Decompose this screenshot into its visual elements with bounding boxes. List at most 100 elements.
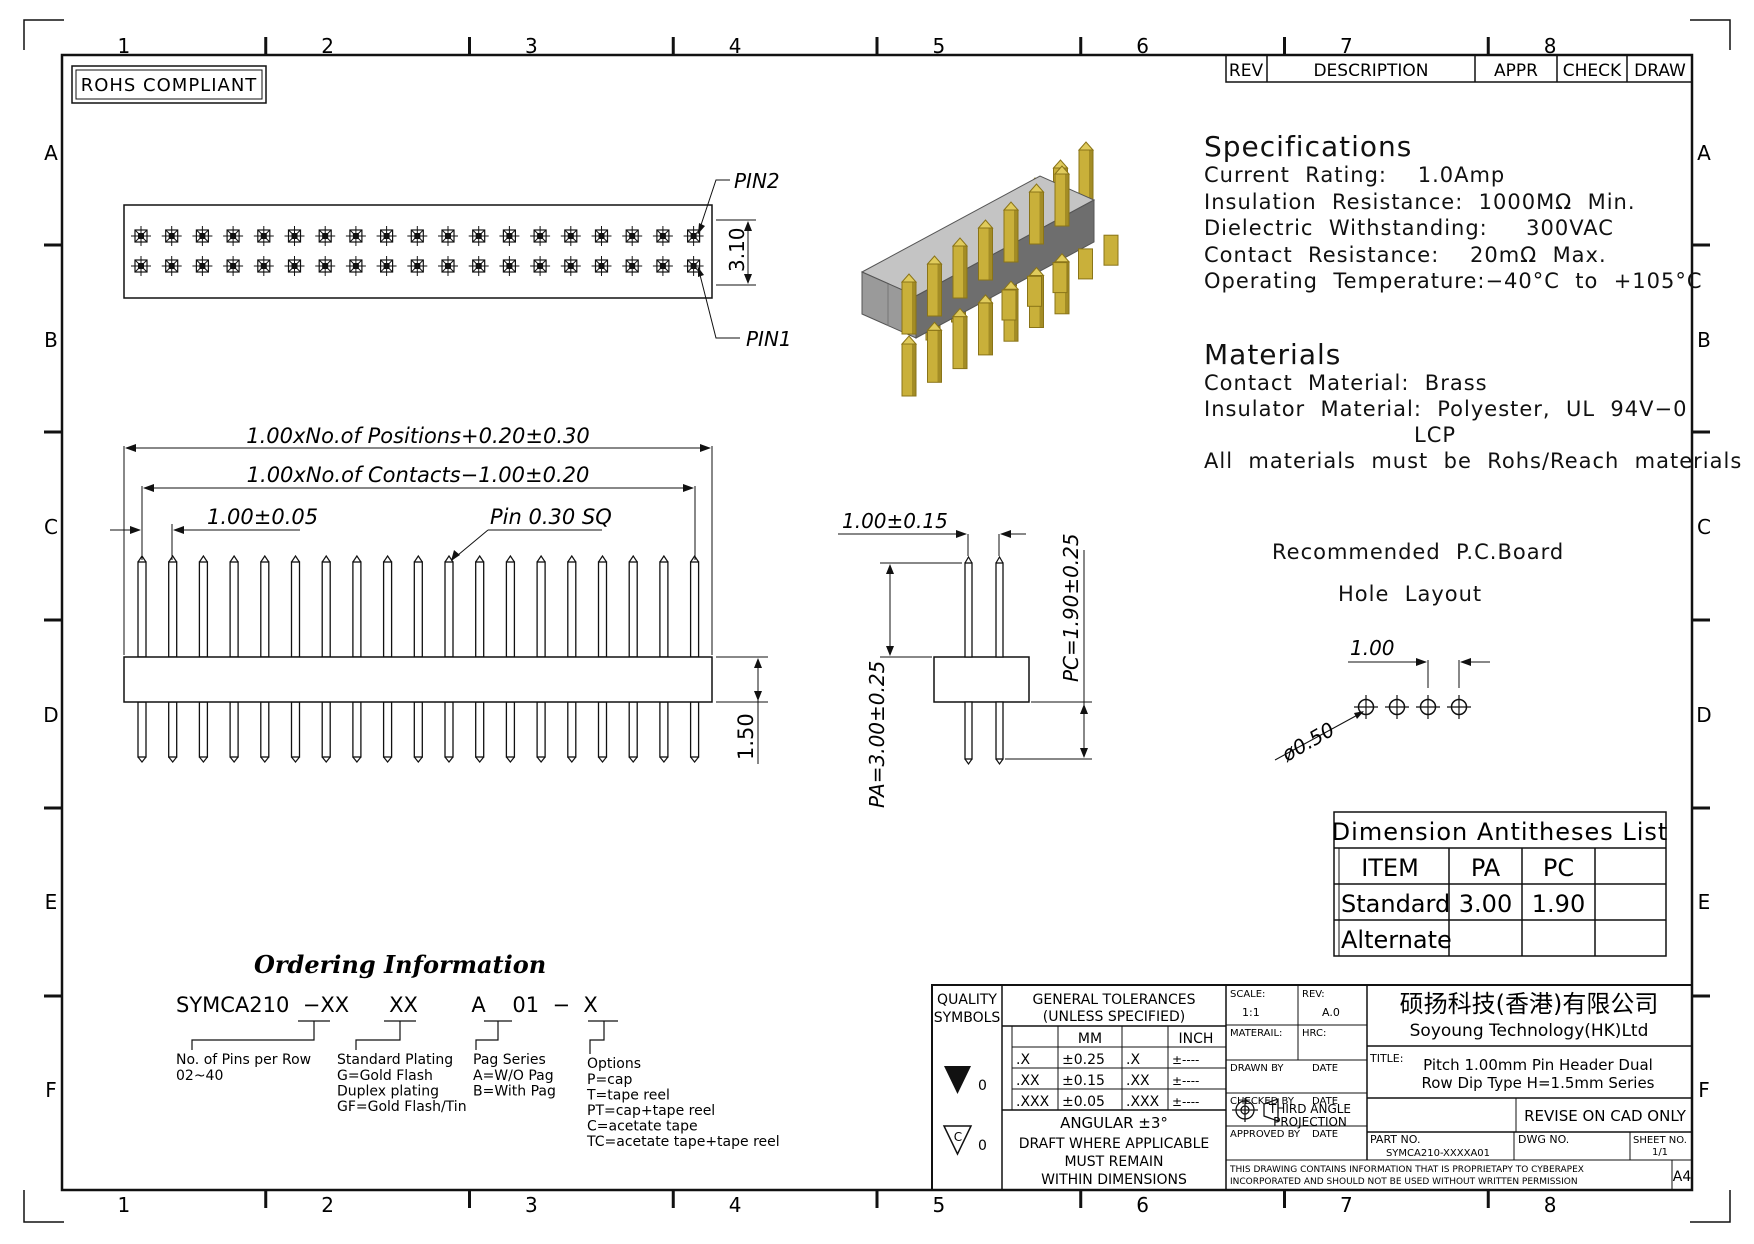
pcb-hole-dia: ø0.50 [1277, 717, 1339, 767]
top-view: 3.10 PIN2 PIN1 [123, 169, 792, 351]
pin2-label: PIN2 [734, 169, 780, 193]
pin-note: Pin 0.30 SQ [490, 505, 612, 529]
pcb-hole [1416, 695, 1440, 719]
iso-pin-front [926, 255, 943, 317]
top-pin [499, 256, 520, 276]
revise-note: REVISE ON CAD ONLY [1524, 1107, 1687, 1125]
third-angle-projection-icon [1232, 1098, 1279, 1122]
side-dim-pa: PA=3.00±0.25 [865, 661, 889, 808]
iso-pin-front [1028, 183, 1045, 245]
tolerance-cell: .XX [1016, 1073, 1040, 1089]
frame-row-label-left: F [45, 1078, 57, 1102]
materials-title: Materials [1204, 338, 1342, 371]
frame-col-label-bottom: 5 [933, 1193, 946, 1217]
angular-tolerance: ANGULAR ±3° [1060, 1114, 1168, 1132]
iso-pin-lower [926, 321, 943, 383]
frame-row-label-right: C [1697, 515, 1711, 539]
materials-line: Insulator Material: Polyester, UL 94V−0 [1204, 397, 1688, 421]
frame-col-label-top: 7 [1340, 34, 1353, 58]
part-no-label: PART NO. [1370, 1133, 1420, 1146]
frame-row-label-right: D [1696, 703, 1711, 727]
rev-header-appr: APPR [1494, 61, 1538, 81]
top-pin [131, 256, 151, 276]
top-pin [407, 256, 428, 276]
tolerance-cell: ±---- [1172, 1053, 1199, 1067]
tolerance-cell: .X [1016, 1052, 1030, 1068]
tolerance-cell: ±0.25 [1062, 1052, 1105, 1068]
draft-note: MUST REMAIN [1064, 1154, 1163, 1170]
projection-label: PROJECTION [1273, 1115, 1347, 1129]
scale-value: 1:1 [1242, 1006, 1260, 1019]
top-pin [683, 256, 704, 276]
ordering-group-value: P=cap [587, 1072, 632, 1088]
top-pin [345, 226, 366, 246]
pcb-title-line1: Recommended P.C.Board [1272, 540, 1565, 564]
top-pin [192, 226, 213, 246]
rev-value: A.0 [1322, 1006, 1340, 1019]
part-no-value: SYMCA210-XXXXA01 [1386, 1148, 1490, 1159]
dimension-table [1333, 811, 1667, 957]
revision-table [1225, 54, 1693, 83]
iso-pin-front [1053, 165, 1071, 227]
top-pin [438, 226, 458, 246]
frame-col-label-bottom: 6 [1136, 1193, 1149, 1217]
frame-col-label-top: 5 [933, 34, 946, 58]
iso-pin-front [1002, 201, 1020, 263]
title-label: TITLE: [1369, 1052, 1403, 1065]
top-pin [345, 256, 366, 276]
top-pin [161, 226, 182, 246]
frame-col-label-bottom: 7 [1340, 1193, 1353, 1217]
top-pin [161, 256, 182, 276]
iso-pin-front [900, 273, 918, 335]
drawn-by-label: DRAWN BY [1230, 1063, 1284, 1074]
sheet-no-value: 1/1 [1652, 1147, 1668, 1158]
ordering-group-label: Standard Plating [337, 1052, 453, 1068]
frame-row-label-right: B [1697, 328, 1711, 352]
pcb-hole [1354, 695, 1378, 719]
frame-row-label-left: C [44, 515, 58, 539]
dim-contacts: 1.00xNo.of Contacts−1.00±0.20 [247, 463, 590, 487]
side-dim-pc: PC=1.90±0.25 [1059, 533, 1083, 682]
iso-pin-lower-back [1052, 262, 1068, 294]
ordering-group-value: G=Gold Flash [337, 1068, 433, 1084]
top-pin [192, 256, 213, 276]
tolerance-cell: .XXX [1126, 1094, 1160, 1110]
hrc-label: HRC: [1302, 1028, 1326, 1039]
front-view: 1.00xNo.of Positions+0.20±0.30 1.00xNo.o… [110, 424, 768, 764]
frame-col-label-top: 4 [729, 34, 742, 58]
pcb-title-line2: Hole Layout [1338, 582, 1483, 606]
top-pin [284, 256, 305, 276]
frame-col-label-top: 6 [1136, 34, 1149, 58]
tolerance-cell: .X [1126, 1052, 1140, 1068]
top-pin [253, 256, 274, 276]
top-pin [253, 226, 274, 246]
pin1-label: PIN1 [746, 327, 792, 351]
ordering-group-label: Options [587, 1056, 641, 1072]
dim-table-header-cell: PC [1543, 854, 1574, 882]
frame-col-label-top: 2 [321, 34, 334, 58]
projection-label: THIRD ANGLE [1268, 1102, 1351, 1116]
ordering-group-value: A=W/O Pag [473, 1068, 554, 1084]
filled-triangle-symbol [944, 1066, 971, 1094]
rohs-label: ROHS COMPLIANT [81, 75, 258, 96]
ordering-information: Ordering Information SYMCA210 −XX XX A 0… [176, 950, 780, 1150]
outline-triangle-symbol [942, 1125, 973, 1156]
rev-header-draw: DRAW [1634, 61, 1686, 81]
dim-table-header-cell: PA [1471, 854, 1501, 882]
specifications-line: Contact Resistance: 20mΩ Max. [1204, 242, 1607, 267]
specifications-line: Dielectric Withstanding: 300VAC [1204, 216, 1614, 240]
frame-col-label-bottom: 8 [1544, 1193, 1557, 1217]
specifications-title: Specifications [1204, 130, 1413, 163]
tolerance-cell: .XXX [1016, 1094, 1050, 1110]
specifications-line: Current Rating: 1.0Amp [1204, 163, 1506, 187]
top-pin [315, 226, 336, 246]
date-label: DATE [1312, 1096, 1338, 1107]
quality-symbols-label: SYMBOLS [934, 1010, 1001, 1026]
iso-pin-front [951, 237, 969, 299]
frame-row-label-left: D [43, 703, 58, 727]
top-pin [407, 226, 428, 246]
